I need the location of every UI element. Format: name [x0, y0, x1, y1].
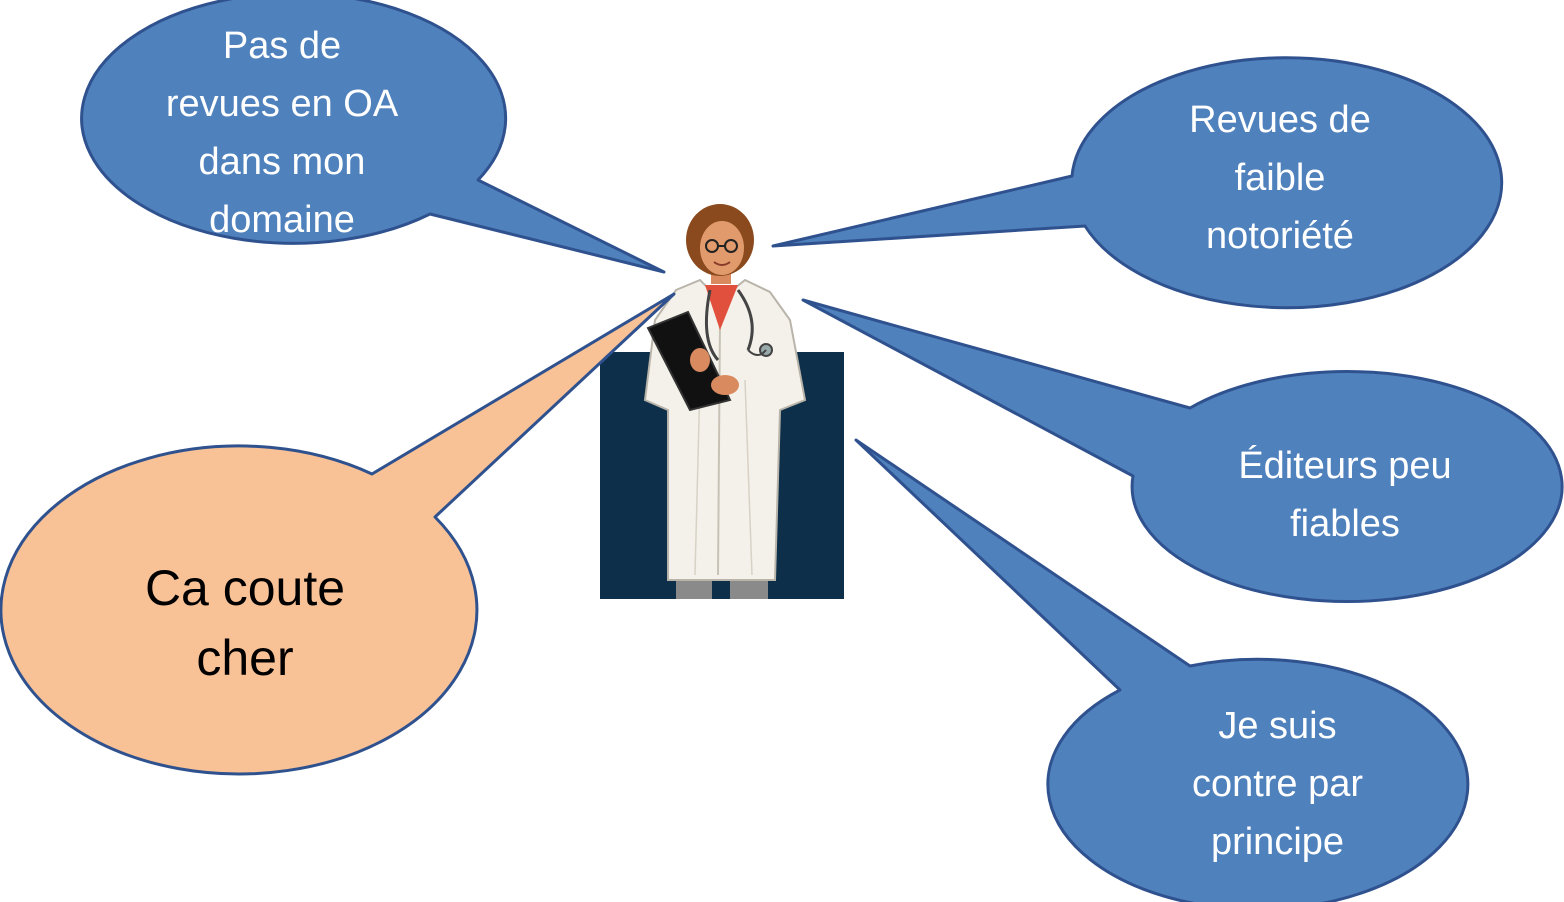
- bubble-editeurs-text: Éditeurs peu fiables: [1180, 436, 1510, 554]
- bubble-editeurs-shape: [801, 298, 1564, 603]
- bubble-line: Ca coute: [144, 560, 346, 616]
- bubble-line: Pas de: [222, 25, 342, 67]
- bubble-line: revues en OA: [165, 83, 399, 125]
- bubble-line: domaine: [209, 199, 355, 241]
- bubble-line: contre par: [1191, 763, 1364, 805]
- bubble-revues-faible-text: Revues de faible notoriété: [1130, 90, 1430, 266]
- bubble-contre-text: Je suis contre par principe: [1135, 696, 1420, 872]
- bubble-contre-shape: [854, 438, 1470, 902]
- bubble-line: fiables: [1290, 503, 1400, 545]
- bubble-line: cher: [196, 630, 294, 686]
- bubble-coute-cher-text: Ca coute cher: [90, 548, 400, 698]
- bubble-line: faible: [1234, 157, 1326, 199]
- bubble-pas-de-revues-text: Pas de revues en OA dans mon domaine: [112, 17, 452, 249]
- bubble-line: dans mon: [198, 141, 366, 183]
- bubble-pas-de-revues-shape: [80, 0, 666, 274]
- bubble-revues-faible-shape: [771, 56, 1504, 310]
- bubble-line: principe: [1210, 821, 1345, 863]
- bubble-line: notoriété: [1206, 215, 1354, 257]
- bubble-coute-cher-shape: [0, 292, 676, 776]
- bubble-line: Je suis: [1218, 705, 1337, 747]
- doctor-with-clipboard-icon: [643, 204, 807, 599]
- bubble-line: Éditeurs peu: [1238, 445, 1452, 487]
- bubble-line: Revues de: [1189, 99, 1371, 141]
